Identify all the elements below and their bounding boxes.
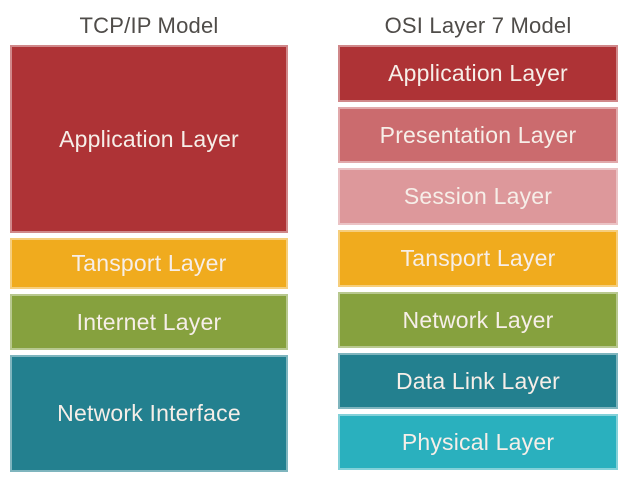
osi-network-layer-label: Network Layer: [402, 306, 554, 333]
tcpip-network-interface-box: Network Interface: [10, 355, 288, 472]
tcpip-transport-layer-label: Tansport Layer: [71, 250, 227, 276]
tcpip-application-layer-box: Application Layer: [10, 45, 288, 233]
osi-application-layer-box: Application Layer: [338, 45, 618, 102]
osi-data-link-layer-box: Data Link Layer: [338, 353, 618, 409]
osi-network-layer-box: Network Layer: [338, 292, 618, 348]
osi-session-layer-label: Session Layer: [403, 183, 553, 209]
tcpip-application-layer-label: Application Layer: [59, 125, 239, 152]
osi-layer-stack: Application Layer Presentation Layer Ses…: [338, 45, 618, 470]
tcpip-model-column: TCP/IP Model Application Layer Tansport …: [10, 0, 288, 472]
tcpip-network-interface-label: Network Interface: [57, 400, 241, 426]
tcpip-layer-stack: Application Layer Tansport Layer Interne…: [10, 45, 288, 472]
osi-data-link-layer-label: Data Link Layer: [395, 367, 561, 394]
osi-session-layer-box: Session Layer: [338, 168, 618, 225]
osi-transport-layer-label: Tansport Layer: [400, 245, 556, 271]
osi-application-layer-label: Application Layer: [388, 60, 568, 86]
tcpip-transport-layer-box: Tansport Layer: [10, 238, 288, 289]
osi-presentation-layer-box: Presentation Layer: [338, 107, 618, 163]
osi-physical-layer-box: Physical Layer: [338, 414, 618, 470]
osi-model-title: OSI Layer 7 Model: [384, 12, 572, 38]
osi-presentation-layer-label: Presentation Layer: [379, 121, 577, 148]
osi-model-column: OSI Layer 7 Model Application Layer Pres…: [338, 0, 618, 470]
osi-transport-layer-box: Tansport Layer: [338, 230, 618, 287]
tcpip-model-title: TCP/IP Model: [79, 12, 219, 38]
osi-physical-layer-label: Physical Layer: [401, 428, 555, 455]
tcpip-internet-layer-label: Internet Layer: [76, 308, 222, 335]
tcpip-internet-layer-box: Internet Layer: [10, 294, 288, 350]
